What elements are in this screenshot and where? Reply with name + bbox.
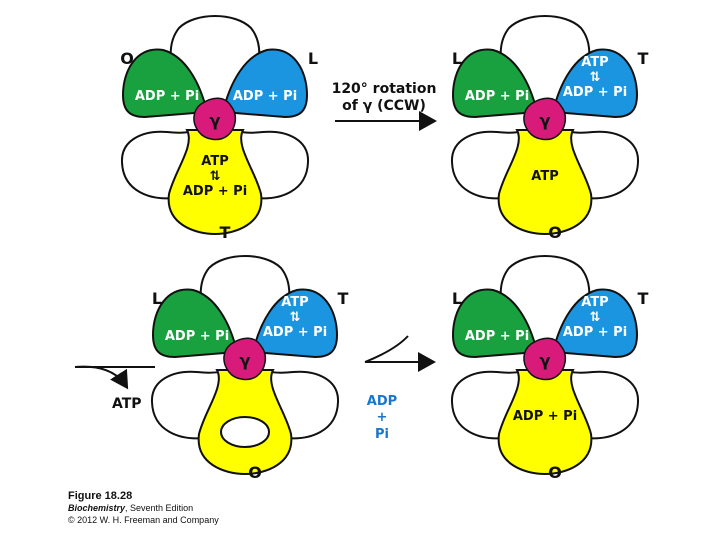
subunit-right	[551, 48, 639, 119]
subunit-bottom	[497, 129, 593, 236]
site-label-left: L	[452, 49, 462, 68]
rotation-arrow: 120° rotation of γ (CCW)	[332, 81, 437, 131]
site-label-left: O	[120, 49, 134, 68]
subunit-right-text: ⇅	[590, 310, 601, 325]
site-label-right: T	[338, 289, 349, 308]
site-label-bottom: T	[220, 223, 231, 242]
subunit-bottom	[497, 369, 593, 476]
rotation-label-line1: 120° rotation	[332, 81, 437, 97]
copyright: © 2012 W. H. Freeman and Company	[68, 515, 219, 525]
subunit-right-text: ⇅	[590, 70, 601, 85]
subunit-right	[551, 288, 639, 359]
atp-binding-arrow-curve	[74, 365, 129, 390]
site-label-bottom: O	[248, 463, 262, 482]
subunit-right-text: ATP	[581, 295, 608, 310]
release-adp-label: ADP	[367, 394, 397, 409]
gamma-subunit	[193, 97, 237, 141]
subunit-left	[451, 288, 539, 359]
gamma-subunit	[223, 337, 267, 381]
subunit-right	[221, 48, 309, 119]
atp-binding-label: ATP	[112, 396, 142, 412]
subunit-left	[121, 48, 209, 119]
subunit-bottom-text: ⇅	[210, 169, 221, 184]
book-title: Biochemistry	[68, 503, 126, 513]
subunit-left	[451, 48, 539, 119]
subunit-left-text: ADP + Pi	[165, 329, 229, 344]
subunit-bottom-text: ADP + Pi	[513, 409, 577, 424]
subunit-bottom-text: ATP	[201, 154, 228, 169]
gamma-subunit	[523, 97, 567, 141]
gamma-label: γ	[210, 111, 221, 130]
subunit-left	[151, 288, 239, 359]
site-label-bottom: O	[548, 223, 562, 242]
release-arrow: ADP + Pi	[364, 335, 436, 442]
site-label-left: L	[452, 289, 462, 308]
figure-number: Figure 18.28	[68, 490, 133, 502]
subunit-right-text: ADP + Pi	[263, 325, 327, 340]
figure-caption: Figure 18.28 Biochemistry, Seventh Editi…	[68, 490, 219, 526]
site-label-left: L	[152, 289, 162, 308]
book-line: Biochemistry, Seventh Edition	[68, 502, 219, 514]
atp-binding-arrow: ATP	[74, 365, 155, 412]
subunit-bottom-text: ADP + Pi	[183, 184, 247, 199]
rotation-label-line2: of γ (CCW)	[342, 98, 426, 114]
site-label-bottom: O	[548, 463, 562, 482]
gamma-label: γ	[540, 351, 551, 370]
subunit-left-text: ADP + Pi	[465, 89, 529, 104]
subunit-right	[251, 288, 339, 359]
gamma-subunit	[523, 337, 567, 381]
release-arrow-curve	[364, 335, 409, 363]
release-pi-label: Pi	[375, 427, 389, 442]
site-label-right: T	[638, 49, 649, 68]
subunit-left-text: ADP + Pi	[465, 329, 529, 344]
book-edition: , Seventh Edition	[125, 503, 194, 513]
subunit-right-text: ADP + Pi	[563, 85, 627, 100]
subunit-right-text: ATP	[281, 295, 308, 310]
gamma-label: γ	[240, 351, 251, 370]
subunit-right-text: ADP + Pi	[233, 89, 297, 104]
subunit-bottom	[167, 129, 263, 236]
subunit-left-text: ADP + Pi	[135, 89, 199, 104]
site-label-right: L	[308, 49, 318, 68]
release-plus-label: +	[377, 410, 388, 425]
gamma-label: γ	[540, 111, 551, 130]
subunit-bottom-text: ATP	[531, 169, 558, 184]
subunit-right-text: ADP + Pi	[563, 325, 627, 340]
empty-site	[220, 416, 270, 448]
subunit-right-text: ⇅	[290, 310, 301, 325]
subunit-right-text: ATP	[581, 55, 608, 70]
site-label-right: T	[638, 289, 649, 308]
